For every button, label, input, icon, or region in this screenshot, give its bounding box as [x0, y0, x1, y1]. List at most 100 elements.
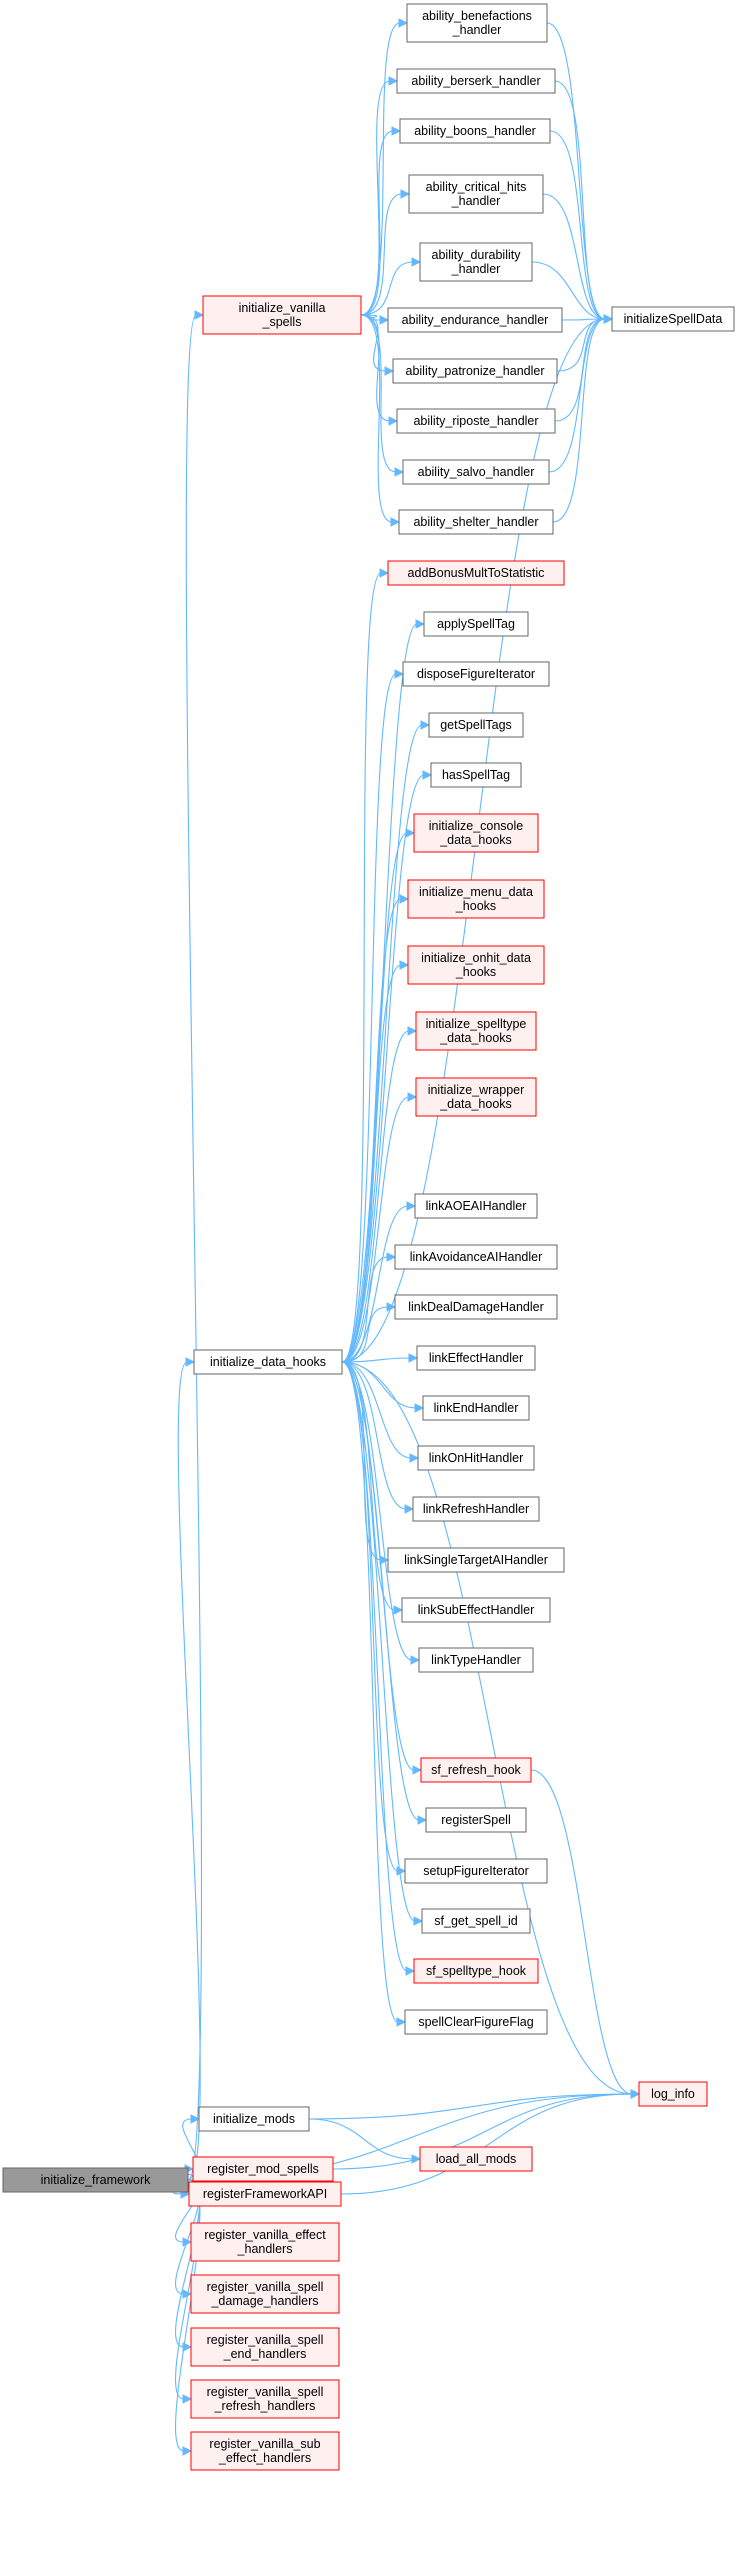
node-register_vanilla_spell_damage_handlers[interactable]: register_vanilla_spell_damage_handlers: [190, 2274, 340, 2314]
node-setupFigureIterator[interactable]: setupFigureIterator: [404, 1858, 548, 1884]
node-box-register_vanilla_spell_end_handlers[interactable]: [190, 2327, 340, 2367]
node-box-sf_get_spell_id[interactable]: [421, 1908, 531, 1934]
node-sf_refresh_hook[interactable]: sf_refresh_hook: [420, 1757, 532, 1783]
node-initialize_menu_data_hooks[interactable]: initialize_menu_data_hooks: [407, 879, 545, 919]
node-box-linkDealDamageHandler[interactable]: [394, 1294, 558, 1320]
node-box-register_vanilla_spell_refresh_handlers[interactable]: [190, 2379, 340, 2419]
node-box-register_vanilla_spell_damage_handlers[interactable]: [190, 2274, 340, 2314]
node-box-initialize_menu_data_hooks[interactable]: [407, 879, 545, 919]
node-register_vanilla_spell_end_handlers[interactable]: register_vanilla_spell_end_handlers: [190, 2327, 340, 2367]
node-getSpellTags[interactable]: getSpellTags: [428, 712, 524, 738]
node-ability_patronize_handler[interactable]: ability_patronize_handler: [392, 358, 558, 384]
node-ability_shelter_handler[interactable]: ability_shelter_handler: [398, 509, 554, 535]
node-box-applySpellTag[interactable]: [423, 611, 529, 637]
node-initializeSpellData[interactable]: initializeSpellData: [611, 306, 735, 332]
node-box-ability_endurance_handler[interactable]: [387, 307, 563, 333]
node-box-linkAOEAIHandler[interactable]: [414, 1193, 538, 1219]
node-linkRefreshHandler[interactable]: linkRefreshHandler: [412, 1496, 540, 1522]
node-register_vanilla_spell_refresh_handlers[interactable]: register_vanilla_spell_refresh_handlers: [190, 2379, 340, 2419]
node-box-initialize_framework[interactable]: [2, 2167, 189, 2193]
node-box-sf_spelltype_hook[interactable]: [413, 1958, 539, 1984]
node-linkOnHitHandler[interactable]: linkOnHitHandler: [417, 1445, 535, 1471]
node-box-ability_salvo_handler[interactable]: [402, 459, 550, 485]
node-box-setupFigureIterator[interactable]: [404, 1858, 548, 1884]
node-linkEffectHandler[interactable]: linkEffectHandler: [416, 1345, 536, 1371]
node-box-initializeSpellData[interactable]: [611, 306, 735, 332]
node-initialize_console_data_hooks[interactable]: initialize_console_data_hooks: [413, 813, 539, 853]
node-hasSpellTag[interactable]: hasSpellTag: [430, 762, 522, 788]
node-ability_riposte_handler[interactable]: ability_riposte_handler: [396, 408, 556, 434]
node-box-getSpellTags[interactable]: [428, 712, 524, 738]
node-linkDealDamageHandler[interactable]: linkDealDamageHandler: [394, 1294, 558, 1320]
node-ability_salvo_handler[interactable]: ability_salvo_handler: [402, 459, 550, 485]
node-box-disposeFigureIterator[interactable]: [402, 661, 550, 687]
node-initialize_mods[interactable]: initialize_mods: [198, 2106, 310, 2132]
node-box-register_vanilla_effect_handlers[interactable]: [190, 2222, 340, 2262]
node-initialize_wrapper_data_hooks[interactable]: initialize_wrapper_data_hooks: [415, 1077, 537, 1117]
node-box-load_all_mods[interactable]: [419, 2146, 533, 2172]
node-ability_endurance_handler[interactable]: ability_endurance_handler: [387, 307, 563, 333]
node-initialize_spelltype_data_hooks[interactable]: initialize_spelltype_data_hooks: [415, 1011, 537, 1051]
node-register_vanilla_sub_effect_handlers[interactable]: register_vanilla_sub_effect_handlers: [190, 2431, 340, 2471]
node-register_vanilla_effect_handlers[interactable]: register_vanilla_effect_handlers: [190, 2222, 340, 2262]
node-box-ability_patronize_handler[interactable]: [392, 358, 558, 384]
node-box-ability_riposte_handler[interactable]: [396, 408, 556, 434]
node-box-ability_berserk_handler[interactable]: [396, 68, 556, 94]
node-box-initialize_console_data_hooks[interactable]: [413, 813, 539, 853]
node-addBonusMultToStatistic[interactable]: addBonusMultToStatistic: [387, 560, 565, 586]
node-log_info[interactable]: log_info: [638, 2081, 708, 2107]
node-box-initialize_onhit_data_hooks[interactable]: [407, 945, 545, 985]
node-box-initialize_mods[interactable]: [198, 2106, 310, 2132]
node-linkTypeHandler[interactable]: linkTypeHandler: [418, 1647, 534, 1673]
node-box-log_info[interactable]: [638, 2081, 708, 2107]
node-registerFrameworkAPI[interactable]: registerFrameworkAPI: [188, 2181, 342, 2207]
node-ability_benefactions_handler[interactable]: ability_benefactions_handler: [406, 3, 548, 43]
node-initialize_data_hooks[interactable]: initialize_data_hooks: [193, 1349, 343, 1375]
node-load_all_mods[interactable]: load_all_mods: [419, 2146, 533, 2172]
node-box-sf_refresh_hook[interactable]: [420, 1757, 532, 1783]
node-ability_berserk_handler[interactable]: ability_berserk_handler: [396, 68, 556, 94]
node-ability_durability_handler[interactable]: ability_durability_handler: [419, 242, 533, 282]
node-box-linkTypeHandler[interactable]: [418, 1647, 534, 1673]
node-box-register_vanilla_sub_effect_handlers[interactable]: [190, 2431, 340, 2471]
node-linkEndHandler[interactable]: linkEndHandler: [422, 1395, 530, 1421]
node-box-spellClearFigureFlag[interactable]: [404, 2009, 548, 2035]
node-box-registerSpell[interactable]: [425, 1807, 527, 1833]
node-box-linkRefreshHandler[interactable]: [412, 1496, 540, 1522]
node-spellClearFigureFlag[interactable]: spellClearFigureFlag: [404, 2009, 548, 2035]
node-sf_get_spell_id[interactable]: sf_get_spell_id: [421, 1908, 531, 1934]
node-linkAOEAIHandler[interactable]: linkAOEAIHandler: [414, 1193, 538, 1219]
node-sf_spelltype_hook[interactable]: sf_spelltype_hook: [413, 1958, 539, 1984]
node-linkAvoidanceAIHandler[interactable]: linkAvoidanceAIHandler: [394, 1244, 558, 1270]
node-box-ability_durability_handler[interactable]: [419, 242, 533, 282]
node-box-linkSingleTargetAIHandler[interactable]: [387, 1547, 565, 1573]
node-box-initialize_spelltype_data_hooks[interactable]: [415, 1011, 537, 1051]
node-disposeFigureIterator[interactable]: disposeFigureIterator: [402, 661, 550, 687]
node-box-linkSubEffectHandler[interactable]: [401, 1597, 551, 1623]
node-register_mod_spells[interactable]: register_mod_spells: [192, 2156, 334, 2182]
node-box-linkEffectHandler[interactable]: [416, 1345, 536, 1371]
node-box-linkOnHitHandler[interactable]: [417, 1445, 535, 1471]
node-box-linkEndHandler[interactable]: [422, 1395, 530, 1421]
node-ability_boons_handler[interactable]: ability_boons_handler: [399, 118, 551, 144]
node-box-ability_shelter_handler[interactable]: [398, 509, 554, 535]
node-box-initialize_wrapper_data_hooks[interactable]: [415, 1077, 537, 1117]
node-box-ability_critical_hits_handler[interactable]: [408, 174, 544, 214]
node-box-linkAvoidanceAIHandler[interactable]: [394, 1244, 558, 1270]
node-linkSingleTargetAIHandler[interactable]: linkSingleTargetAIHandler: [387, 1547, 565, 1573]
node-initialize_onhit_data_hooks[interactable]: initialize_onhit_data_hooks: [407, 945, 545, 985]
node-box-ability_benefactions_handler[interactable]: [406, 3, 548, 43]
node-registerSpell[interactable]: registerSpell: [425, 1807, 527, 1833]
node-box-initialize_vanilla_spells[interactable]: [202, 295, 362, 335]
node-box-initialize_data_hooks[interactable]: [193, 1349, 343, 1375]
node-initialize_vanilla_spells[interactable]: initialize_vanilla_spells: [202, 295, 362, 335]
node-box-registerFrameworkAPI[interactable]: [188, 2181, 342, 2207]
node-ability_critical_hits_handler[interactable]: ability_critical_hits_handler: [408, 174, 544, 214]
node-box-ability_boons_handler[interactable]: [399, 118, 551, 144]
node-linkSubEffectHandler[interactable]: linkSubEffectHandler: [401, 1597, 551, 1623]
node-applySpellTag[interactable]: applySpellTag: [423, 611, 529, 637]
node-box-register_mod_spells[interactable]: [192, 2156, 334, 2182]
node-initialize_framework[interactable]: initialize_framework: [2, 2167, 189, 2193]
node-box-hasSpellTag[interactable]: [430, 762, 522, 788]
node-box-addBonusMultToStatistic[interactable]: [387, 560, 565, 586]
